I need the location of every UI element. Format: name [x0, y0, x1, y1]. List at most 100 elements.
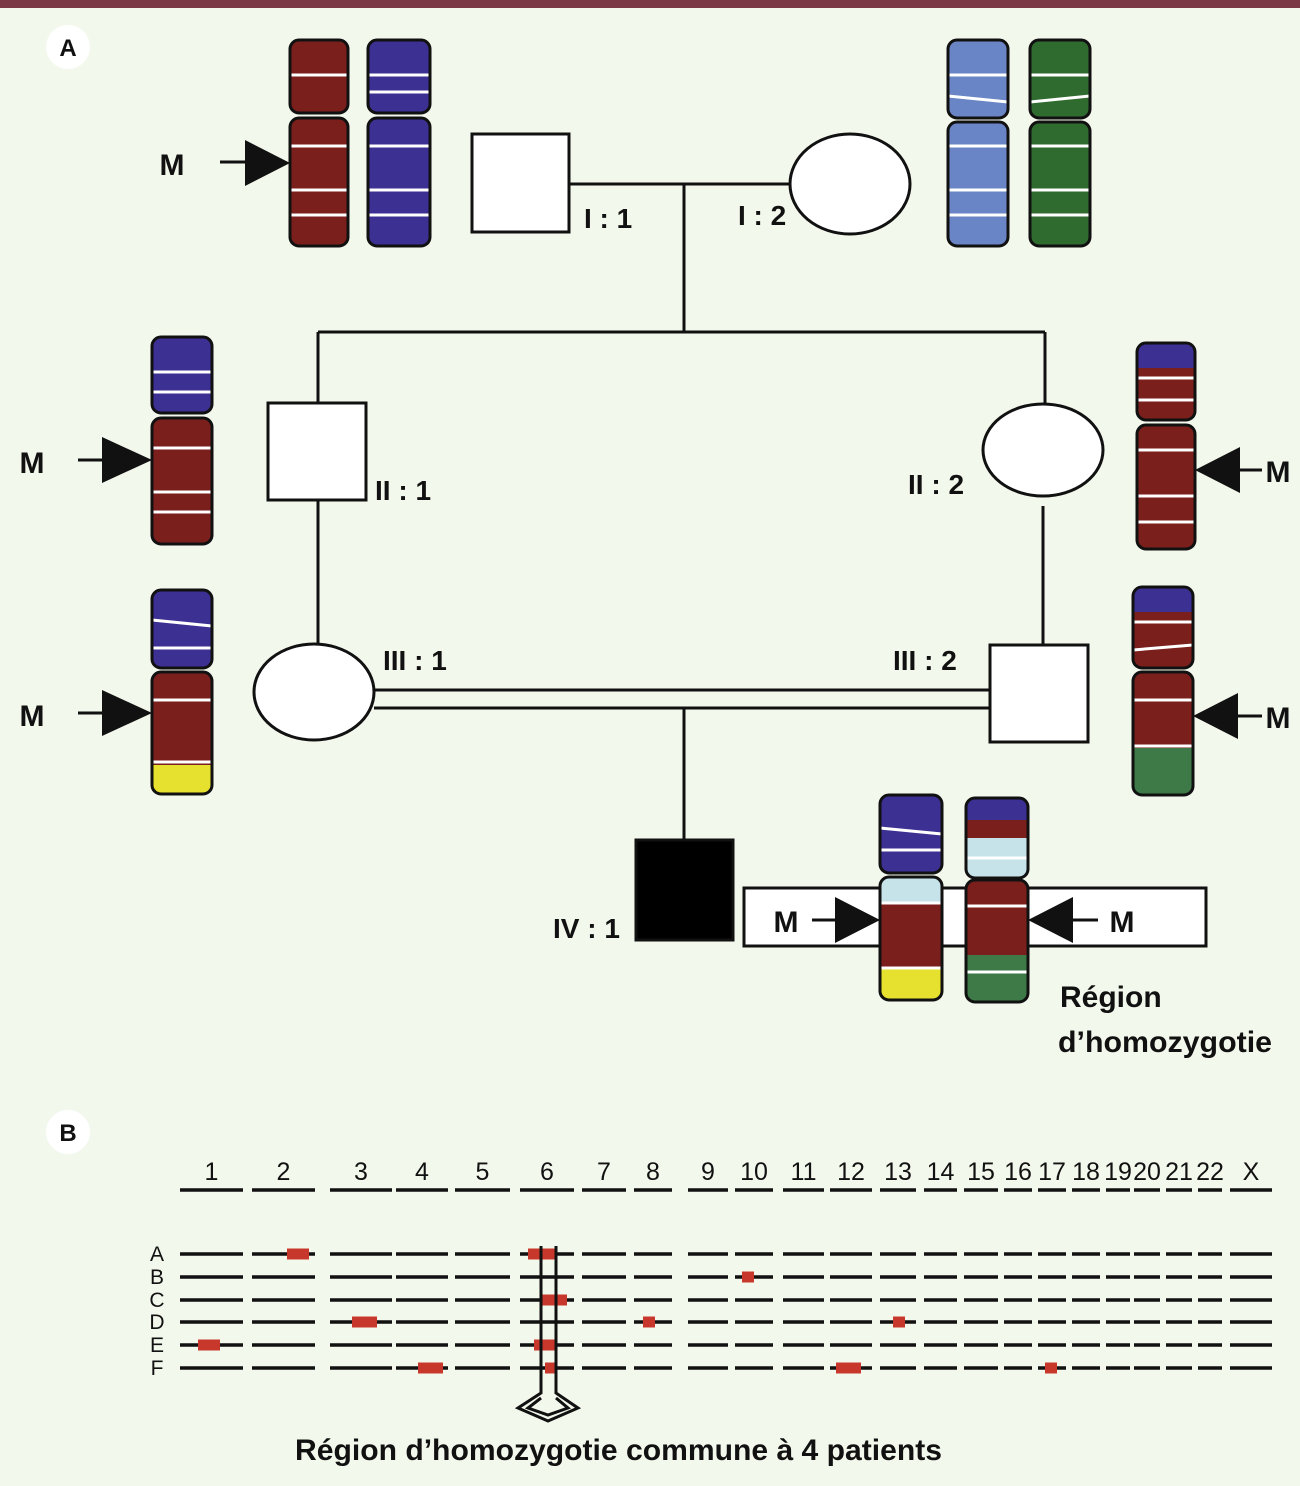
pedigree-lines	[316, 182, 1047, 840]
chromosome-segment	[152, 590, 212, 668]
common-region-pointer-outer-icon	[514, 1391, 582, 1423]
chromosome-II-1	[150, 335, 214, 546]
chromosome-outline	[1028, 120, 1092, 248]
chromosome-number-label: 7	[597, 1158, 611, 1186]
mutation-arrow-IV-1-left: M	[774, 897, 880, 943]
mutation-label: M	[20, 700, 45, 733]
chromosome-number-label: 19	[1104, 1158, 1132, 1186]
mutation-label: M	[1266, 702, 1291, 735]
label-I-1: I : 1	[584, 203, 632, 234]
chromosome-arm	[290, 118, 348, 246]
patient-row: F	[151, 1357, 1272, 1380]
individual-II-2-circle	[981, 402, 1105, 498]
individual-III-1-circle	[252, 642, 376, 742]
arrow-head-icon	[245, 140, 290, 186]
chromosome-segment	[948, 122, 1008, 246]
chromosome-outline	[964, 796, 1030, 880]
chromosome-number-label: 5	[476, 1158, 490, 1186]
chromosome-number-label: 18	[1072, 1158, 1100, 1186]
chromosome-outline	[1135, 423, 1197, 551]
chromosome-I-1-mutant	[288, 38, 350, 248]
label-II-2: II : 2	[908, 469, 964, 500]
chromosome-segment	[152, 418, 212, 544]
chromosome-arm	[1137, 343, 1195, 420]
chromosome-arm	[1133, 587, 1193, 668]
chromosome-number-label: 13	[884, 1158, 912, 1186]
chromosome-segment	[880, 877, 942, 903]
chromosome-outline	[150, 670, 214, 796]
top-border	[0, 0, 1300, 8]
chromosome-segment	[152, 337, 212, 413]
arrow-head-icon	[102, 437, 152, 483]
chromosome-segment	[1133, 587, 1193, 612]
patient-label: F	[151, 1357, 164, 1380]
chromosome-number-label: 4	[415, 1158, 429, 1186]
homozygous-region-mark	[836, 1362, 861, 1374]
chromosome-arm	[1030, 122, 1090, 246]
chromosome-outline	[946, 38, 1010, 120]
chromosome-number-label: 15	[967, 1158, 995, 1186]
chromosome-number-label: 8	[646, 1158, 660, 1186]
mutation-label: M	[1266, 456, 1291, 489]
chromosome-outline	[1131, 585, 1195, 670]
chromosome-number-label: 1	[205, 1158, 219, 1186]
arrow-head-icon	[1195, 447, 1240, 493]
homozygous-region-mark	[540, 1294, 567, 1306]
patient-label: B	[150, 1266, 164, 1289]
chromosome-arm	[290, 40, 348, 113]
label-III-2: III : 2	[893, 645, 957, 676]
common-region-pointer-inner-icon	[524, 1396, 571, 1417]
chromosome-segment	[966, 955, 1028, 1002]
mutation-arrow-III-1: M	[20, 690, 152, 736]
mutation-arrow-II-2: M	[1195, 447, 1291, 493]
mutation-label: M	[774, 906, 799, 939]
panel-b-label: B	[59, 1120, 76, 1147]
chromosome-number-label: 10	[740, 1158, 768, 1186]
chromosome-segment	[290, 118, 348, 246]
common-region-caption: Région d’homozygotie commune à 4 patient…	[295, 1434, 942, 1467]
homozygous-region-mark	[198, 1339, 220, 1351]
chromosome-segment	[368, 118, 430, 246]
homozygous-region-mark	[742, 1271, 754, 1283]
label-II-1: II : 1	[375, 475, 431, 506]
homozygous-region-mark	[534, 1339, 556, 1351]
chromosome-number-label: 21	[1165, 1158, 1193, 1186]
individual-IV-1-affected-square	[634, 838, 735, 942]
chromosome-outline	[366, 116, 432, 248]
chromosome-arm	[152, 418, 212, 544]
chromosome-arm	[1030, 40, 1090, 118]
chromosome-segment	[966, 798, 1028, 820]
chromosomes-IV-1	[878, 793, 1030, 1004]
chromosome-band	[1133, 643, 1193, 652]
chromosome-segment	[1137, 343, 1195, 368]
chromosome-arm	[880, 795, 942, 873]
chromosome-segment	[1030, 122, 1090, 246]
chromosome-arm	[1137, 425, 1195, 549]
mutation-label: M	[1110, 906, 1135, 939]
chromosome-segment	[1030, 40, 1090, 118]
chromosome-arm	[966, 880, 1028, 1002]
mutation-arrow-III-2: M	[1193, 693, 1291, 739]
chromosome-outline	[288, 38, 350, 115]
chromosome-arm	[948, 40, 1008, 118]
chromosome-number-label: 6	[540, 1158, 554, 1186]
label-III-1: III : 1	[383, 645, 447, 676]
chromosome-number-label: 2	[277, 1158, 291, 1186]
chromosome-IV-1-maternal	[878, 793, 944, 1002]
panel-a-label: A	[59, 35, 76, 62]
mutation-arrow-II-1: M	[20, 437, 152, 483]
chromosome-outline	[964, 878, 1030, 1004]
mutation-label: M	[20, 447, 45, 480]
chromosomes-I-2	[946, 38, 1092, 248]
chromosome-number-label: 17	[1038, 1158, 1066, 1186]
patient-label: A	[150, 1243, 164, 1266]
chromosome-segment	[152, 765, 212, 794]
patient-label: C	[149, 1289, 164, 1312]
individual-II-1-square	[266, 401, 368, 502]
homozygous-region-mark	[418, 1362, 443, 1374]
patient-label: E	[150, 1334, 164, 1357]
chromosome-number-label: 14	[927, 1158, 955, 1186]
chromosome-II-2	[1135, 341, 1197, 551]
chromosome-arm	[880, 877, 942, 1000]
